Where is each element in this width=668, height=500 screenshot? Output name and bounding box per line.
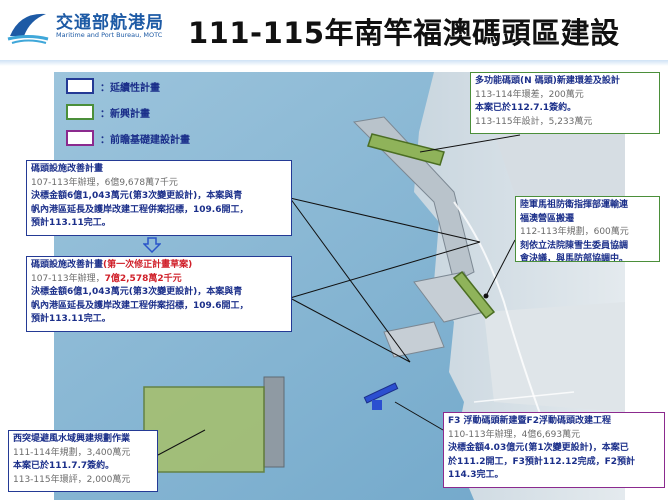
project-title: 碼頭設施改善計畫 bbox=[31, 164, 104, 174]
project-line: 決標金額6億1,043萬元(第3次變更設計)，本案與青 bbox=[31, 287, 243, 297]
project-line: 113-115年設計，5,233萬元 bbox=[475, 116, 593, 127]
f2-floating-dock bbox=[372, 400, 382, 410]
legend-swatch-purple bbox=[66, 130, 94, 146]
header-divider bbox=[0, 60, 668, 66]
page-title: 111-115年南竿福澳碼頭區建設 bbox=[188, 16, 620, 50]
project-line: 113-115年環評，2,000萬元 bbox=[13, 474, 131, 485]
project-box-facility-improvement-revised: 碼頭設施改善計畫(第一次修正計畫草案) 107-113年辦理，7億2,578萬2… bbox=[26, 256, 292, 332]
project-line: 決標金額4.03億元(第1次變更設計)，本案已 bbox=[448, 443, 629, 453]
project-box-facility-improvement: 碼頭設施改善計畫 107-113年辦理，6億9,678萬7千元 決標金額6億1,… bbox=[26, 160, 292, 236]
project-line: 111-114年規劃，3,400萬元 bbox=[13, 447, 131, 458]
project-line: 預計113.11完工。 bbox=[31, 218, 111, 228]
project-line: 107-113年辦理， bbox=[31, 273, 105, 284]
project-line: 帆內港區延長及護岸改建工程併案招標，109.6開工， bbox=[31, 204, 249, 215]
legend-swatch-blue bbox=[66, 78, 94, 94]
project-line: 預計113.11完工。 bbox=[31, 314, 111, 324]
project-box-west-jetty: 西突堤避風水域興建規劃作業 111-114年規劃，3,400萬元 本案已於111… bbox=[8, 430, 158, 492]
project-title-note: (第一次修正計畫草案) bbox=[103, 260, 193, 270]
project-line: 本案已於111.7.7簽約。 bbox=[13, 461, 115, 471]
project-line: 本案已於112.7.1簽約。 bbox=[475, 103, 577, 113]
legend-swatch-green bbox=[66, 104, 94, 120]
project-line: 113-114年環差，200萬元 bbox=[475, 89, 584, 100]
logo-subtext: Maritime and Port Bureau, MOTC bbox=[56, 31, 163, 39]
project-line: 114.3完工。 bbox=[448, 470, 504, 480]
logo-mark-icon bbox=[7, 13, 49, 44]
f3-floating-dock bbox=[363, 382, 399, 404]
port-map bbox=[54, 72, 625, 500]
project-line: 會決議，與馬防部協調中。 bbox=[520, 254, 629, 262]
project-box-n-wharf: 多功能碼頭(N 碼頭)新建環差及設計 113-114年環差，200萬元 本案已於… bbox=[470, 72, 660, 134]
project-budget: 7億2,578萬2千元 bbox=[104, 273, 182, 284]
legend-item-new: ：新興計畫 bbox=[66, 104, 266, 124]
project-title: 碼頭設施改善計畫 bbox=[31, 260, 104, 270]
project-box-floating-dock: F3 浮動碼頭新建暨F2浮動碼頭改建工程 110-113年辦理，4億6,693萬… bbox=[443, 412, 665, 488]
aerial-map bbox=[54, 72, 625, 500]
west-jetty bbox=[263, 376, 285, 468]
project-line: 112-113年規劃，600萬元 bbox=[520, 227, 629, 237]
project-line: 於111.2開工，F3預計112.12完成，F2預計 bbox=[448, 456, 636, 467]
project-title: 多功能碼頭(N 碼頭)新建環差及設計 bbox=[475, 76, 620, 86]
project-title: 陸軍馬祖防衛指揮部運輸連 bbox=[520, 200, 629, 210]
planned-shelter-area bbox=[143, 386, 265, 473]
logo: 交通部航港局 Maritime and Port Bureau, MOTC bbox=[6, 6, 196, 46]
project-box-army-relocation: 陸軍馬祖防衛指揮部運輸連 福澳營區搬遷 112-113年規劃，600萬元 刻依立… bbox=[515, 196, 660, 262]
legend-item-forward: ：前瞻基礎建設計畫 bbox=[66, 130, 266, 150]
project-line: 刻依立法院陳雪生委員協調 bbox=[520, 240, 629, 251]
project-line: 107-113年辦理，6億9,678萬7千元 bbox=[31, 177, 178, 188]
legend-item-continuing: ：延續性計畫 bbox=[66, 78, 266, 98]
project-line: 決標金額6億1,043萬元(第3次變更設計)，本案與青 bbox=[31, 191, 243, 201]
project-line: 110-113年辦理，4億6,693萬元 bbox=[448, 429, 581, 440]
legend-label: ：前瞻基礎建設計畫 bbox=[100, 135, 190, 146]
logo-text: 交通部航港局 bbox=[56, 13, 164, 33]
header: 交通部航港局 Maritime and Port Bureau, MOTC 11… bbox=[0, 0, 668, 66]
legend-label: ：新興計畫 bbox=[100, 109, 150, 120]
down-arrow-icon bbox=[143, 237, 161, 253]
legend-label: ：延續性計畫 bbox=[100, 83, 160, 94]
project-title: 西突堤避風水域興建規劃作業 bbox=[13, 434, 131, 444]
project-title: F3 浮動碼頭新建暨F2浮動碼頭改建工程 bbox=[448, 416, 611, 426]
project-title: 福澳營區搬遷 bbox=[520, 213, 575, 224]
project-line: 帆內港區延長及護岸改建工程併案招標，109.6開工， bbox=[31, 300, 249, 311]
